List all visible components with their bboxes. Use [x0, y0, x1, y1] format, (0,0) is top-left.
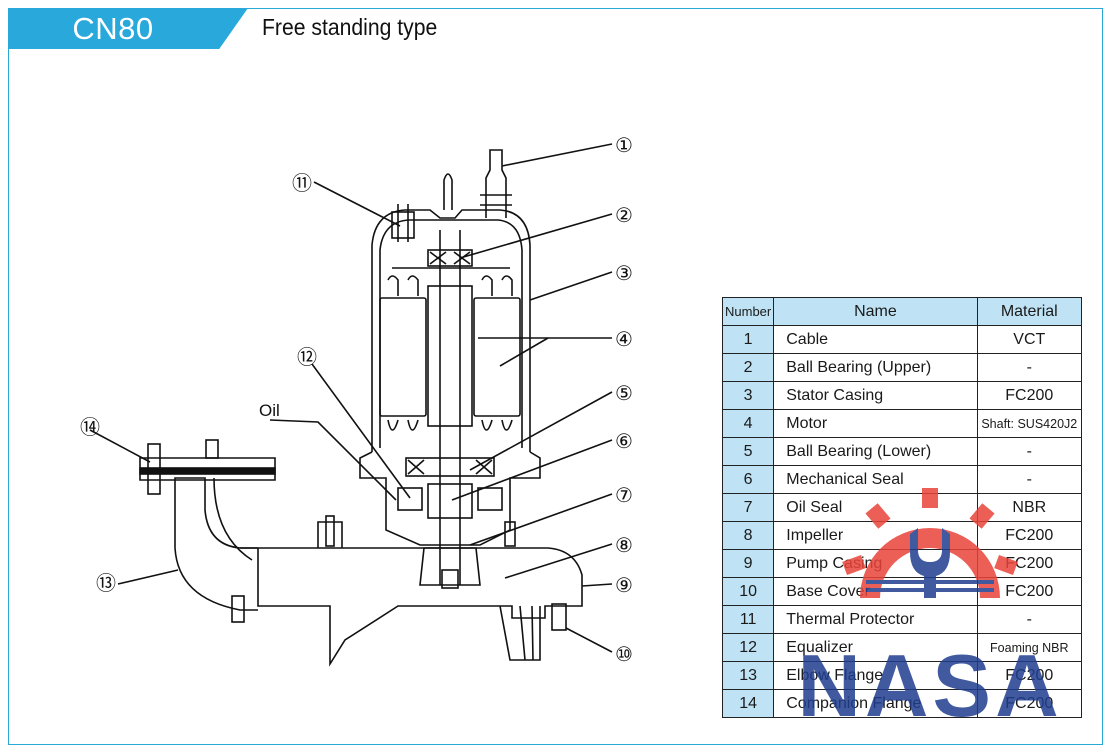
callout-5: ⑤ [615, 383, 633, 405]
lower-bearing [405, 457, 495, 477]
row-name: Motor [773, 409, 978, 438]
callout-13: ⑬ [96, 572, 116, 595]
row-material: FC200 [976, 521, 1083, 550]
row-name: Stator Casing [773, 381, 978, 410]
row-material: - [976, 605, 1083, 634]
row-name: Pump Casing [773, 549, 978, 578]
rotor [427, 285, 473, 427]
row-material: FC200 [976, 549, 1083, 578]
callout-9: ⑨ [615, 575, 633, 597]
row-material: FC200 [976, 381, 1083, 410]
row-number: 4 [721, 409, 775, 438]
row-material: FC200 [976, 689, 1083, 718]
thermal-protector-block [391, 211, 415, 239]
page-frame [8, 8, 1103, 745]
cable-gland [485, 149, 507, 218]
row-number: 11 [721, 605, 775, 634]
row-material: FC200 [976, 577, 1083, 606]
callout-2: ② [615, 205, 633, 227]
row-number: 6 [721, 465, 775, 494]
model-tag: CN80 [8, 8, 248, 49]
row-name: Ball Bearing (Upper) [773, 353, 978, 382]
row-name: Impeller [773, 521, 978, 550]
lifting-stub [443, 173, 453, 210]
elbow-flange [174, 477, 258, 611]
row-name: Ball Bearing (Lower) [773, 437, 978, 466]
column-header-material: Material [976, 297, 1083, 326]
callout-8: ⑧ [615, 535, 633, 557]
callout-3: ③ [615, 263, 633, 285]
row-number: 14 [721, 689, 775, 718]
row-material: Shaft: SUS420J2 [976, 409, 1083, 438]
pump-casing [240, 547, 583, 667]
row-material: - [976, 437, 1083, 466]
stator-casing-inner [379, 219, 523, 448]
callout-7: ⑦ [615, 485, 633, 507]
row-name: Equalizer [773, 633, 978, 662]
oil-label: Oil [259, 401, 280, 420]
stator-casing-outline [371, 209, 531, 452]
row-number: 8 [721, 521, 775, 550]
row-number: 13 [721, 661, 775, 690]
upper-bearing [427, 249, 473, 267]
row-number: 5 [721, 437, 775, 466]
row-name: Cable [773, 325, 978, 354]
mechanical-seal [427, 483, 473, 519]
row-number: 2 [721, 353, 775, 382]
row-number: 1 [721, 325, 775, 354]
row-number: 3 [721, 381, 775, 410]
row-material: - [976, 465, 1083, 494]
row-number: 12 [721, 633, 775, 662]
row-number: 7 [721, 493, 775, 522]
row-number: 10 [721, 577, 775, 606]
row-name: Mechanical Seal [773, 465, 978, 494]
oil-chamber [359, 451, 541, 546]
oil-seal-plug [504, 521, 516, 547]
row-name: Thermal Protector [773, 605, 978, 634]
callout-6: ⑥ [615, 431, 633, 453]
table-header-row: Number Name Material [721, 297, 1083, 326]
row-number: 9 [721, 549, 775, 578]
row-name: Elbow Flange [773, 661, 978, 690]
impeller [419, 547, 481, 586]
callout-14: ⑭ [80, 416, 100, 439]
callout-11: ⑪ [292, 172, 312, 195]
stator-right [473, 297, 521, 417]
callout-1: ① [615, 135, 633, 157]
row-name: Companion Flange [773, 689, 978, 718]
column-header-name: Name [773, 297, 978, 326]
row-material: FC200 [976, 661, 1083, 690]
column-header-number: Number [721, 297, 775, 326]
equalizer [397, 487, 423, 511]
row-material: VCT [976, 325, 1083, 354]
row-material: Foaming NBR [976, 633, 1083, 662]
row-material: - [976, 353, 1083, 382]
row-name: Oil Seal [773, 493, 978, 522]
stator-left [379, 297, 427, 417]
row-material: NBR [976, 493, 1083, 522]
callout-12: ⑫ [297, 346, 317, 369]
row-name: Base Cover [773, 577, 978, 606]
model-label: CN80 [72, 11, 154, 46]
callout-4: ④ [615, 329, 633, 351]
callout-10: ⑩ [615, 644, 633, 666]
page-subtitle: Free standing type [262, 14, 438, 40]
